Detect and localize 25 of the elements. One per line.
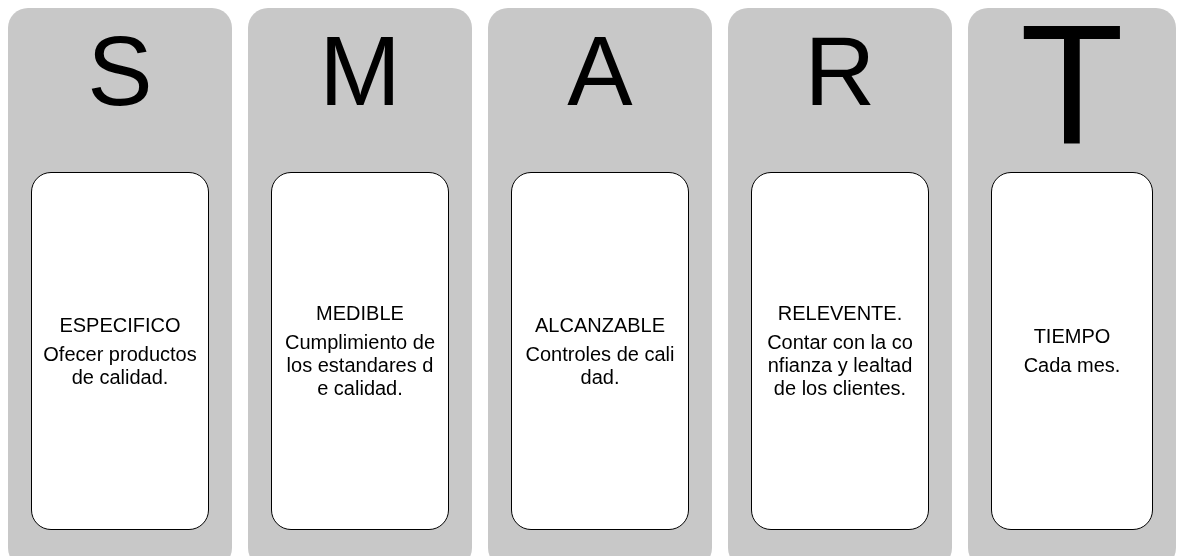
card-description: Contar con la confianza y lealtad de los clientes. bbox=[766, 331, 914, 400]
card-heading: RELEVENTE. bbox=[777, 302, 903, 325]
card-description: Controles de calidad. bbox=[524, 342, 676, 389]
text-card bbox=[751, 172, 929, 530]
card-heading: MEDIBLE bbox=[316, 302, 404, 325]
column-panel bbox=[728, 8, 952, 556]
letter-heading: S bbox=[86, 22, 154, 120]
text-card bbox=[31, 172, 209, 530]
card-description: Cada mes. bbox=[1023, 354, 1121, 377]
letter-heading: A bbox=[566, 22, 634, 120]
letter-heading: T bbox=[1019, 0, 1125, 170]
card-heading: TIEMPO bbox=[1033, 325, 1111, 348]
letter-heading: M bbox=[318, 22, 402, 120]
text-card bbox=[991, 172, 1153, 530]
card-heading: ALCANZABLE bbox=[534, 313, 666, 337]
column-panel bbox=[488, 8, 712, 556]
column-panel bbox=[248, 8, 472, 556]
card-description: Cumplimiento de los estandares de calidad. bbox=[283, 331, 437, 400]
letter-heading: R bbox=[803, 22, 877, 120]
card-heading: ESPECIFICO bbox=[59, 313, 181, 337]
text-card bbox=[511, 172, 689, 530]
text-card bbox=[271, 172, 449, 530]
card-description: Ofecer productos de calidad. bbox=[42, 342, 198, 389]
column-panel bbox=[8, 8, 232, 556]
column-panel bbox=[968, 8, 1176, 556]
